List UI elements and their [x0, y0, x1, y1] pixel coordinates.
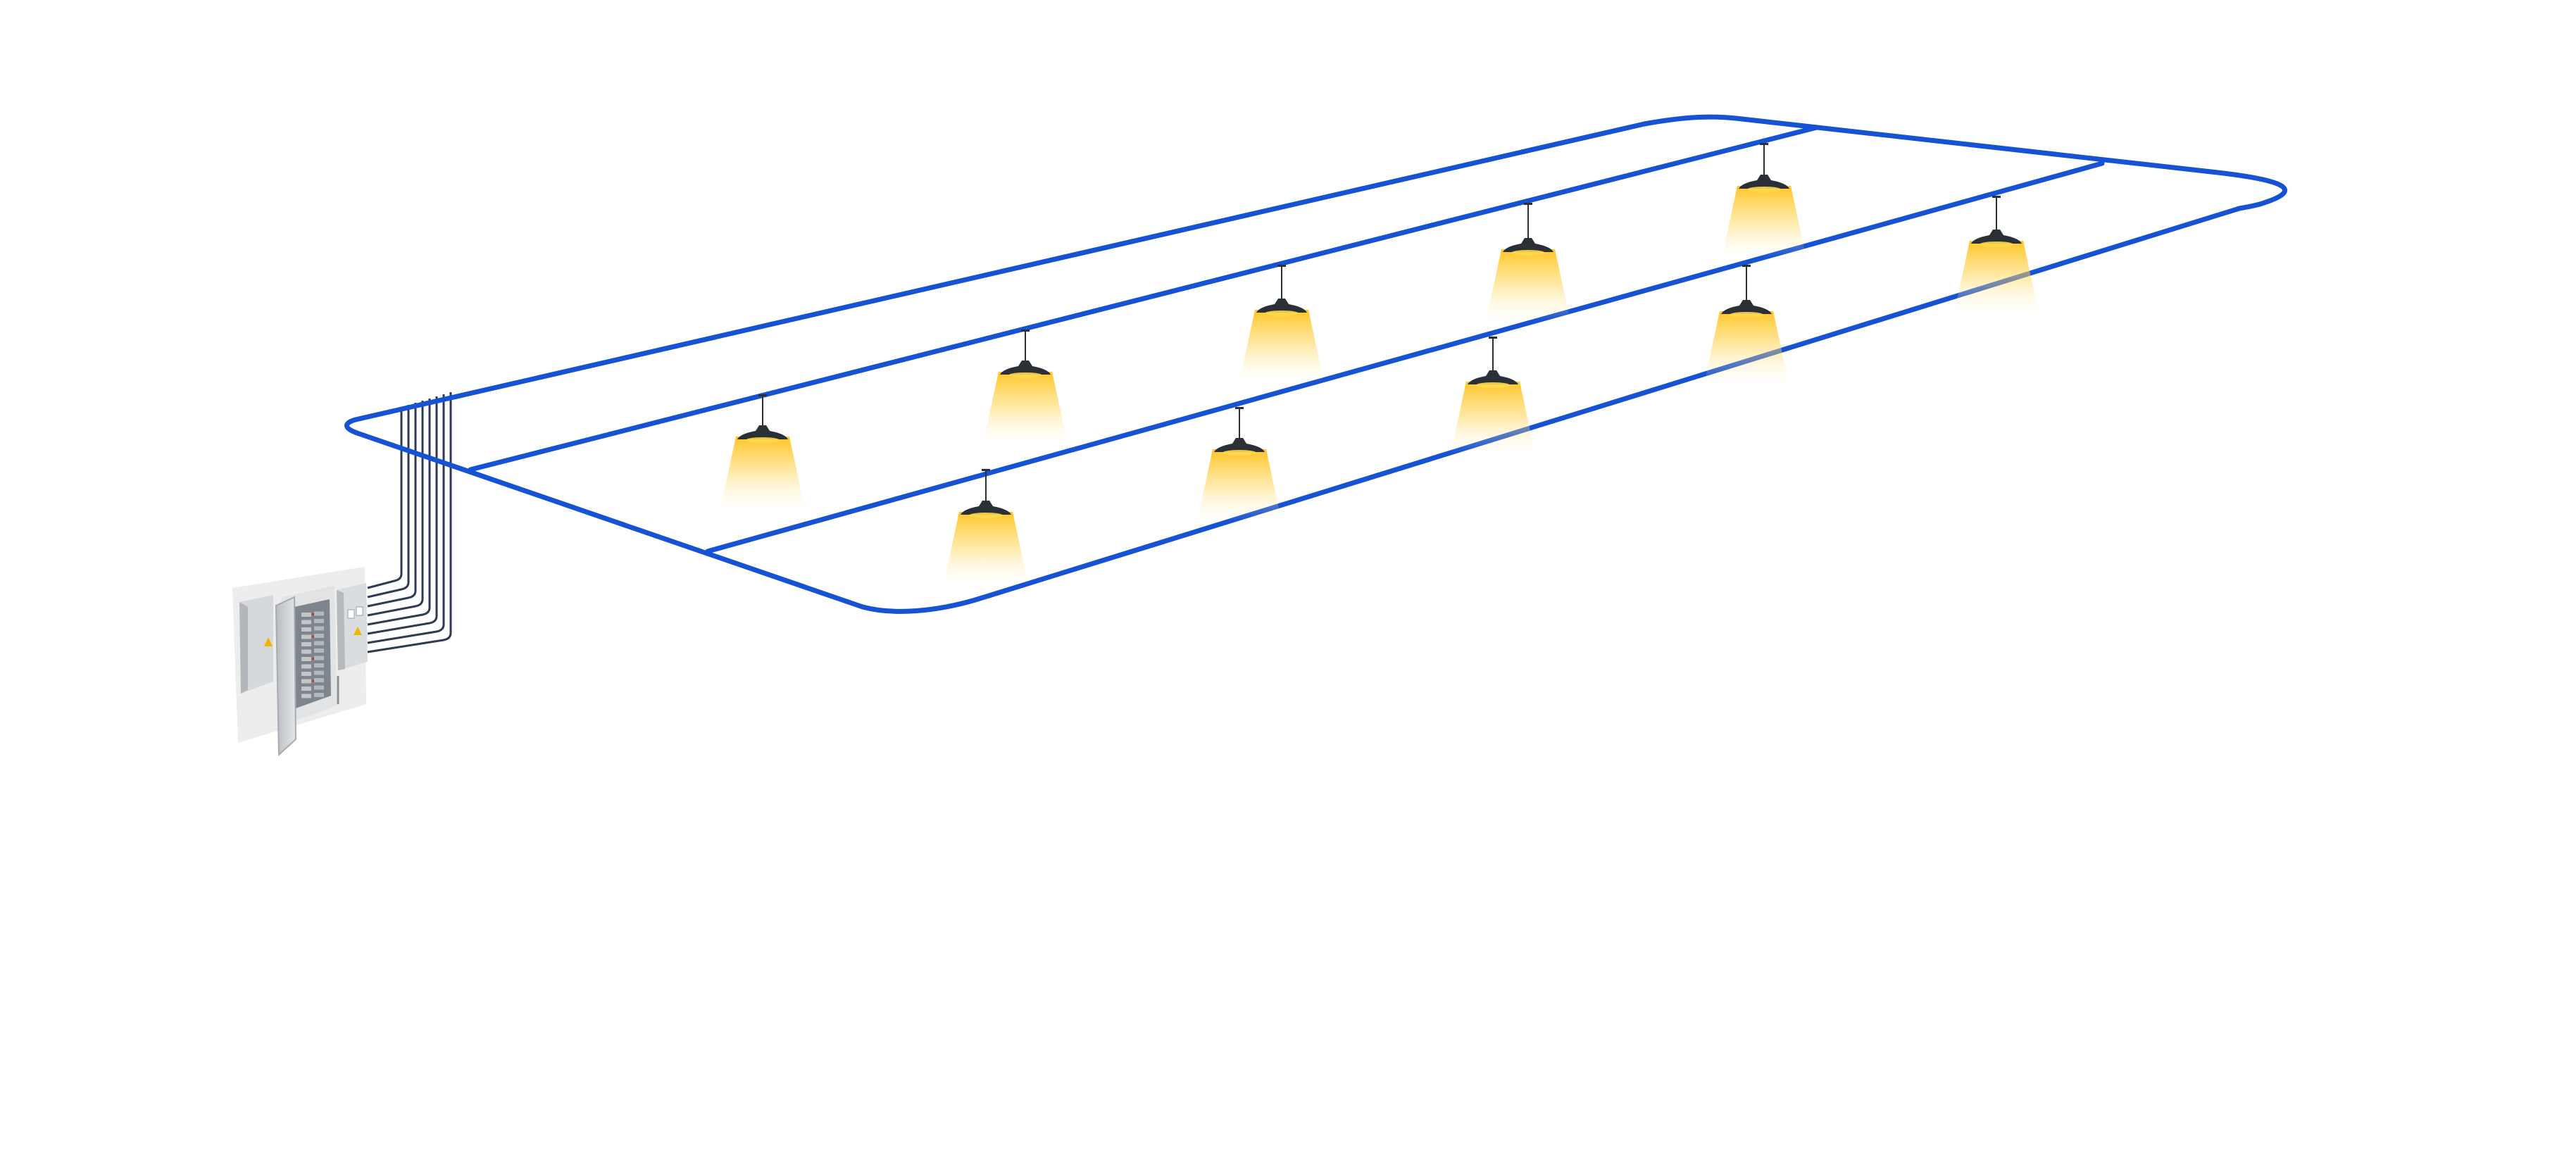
lamp-shade: [1971, 230, 2022, 244]
light-glow: [1954, 241, 2039, 313]
circuit-line-1: [468, 125, 1820, 472]
pendant-lamp-icon: [944, 469, 1028, 584]
lamp-shade: [1503, 238, 1553, 252]
feeder-wire: [367, 407, 403, 589]
feeder-wire-bundle: [367, 392, 452, 653]
feeder-wire: [367, 405, 410, 598]
pendant-lamp-icon: [1197, 407, 1282, 522]
pendant-lamp-icon: [983, 330, 1068, 444]
light-glow: [1239, 310, 1324, 382]
breaker-rows: [301, 611, 324, 698]
circuit-loop-wire: [344, 114, 2288, 614]
warning-triangle-icon: [264, 637, 273, 646]
pendant-lamp-icon: [1451, 337, 1535, 454]
pendant-lamp-icon: [1486, 203, 1570, 322]
lamp-shade: [737, 425, 788, 439]
pendant-lamp-icon: [1954, 196, 2039, 313]
lamp-shade: [1468, 370, 1518, 384]
pendant-lamp-icon: [1239, 265, 1324, 382]
light-glow: [1704, 311, 1789, 384]
pendant-lamp-icon: [1704, 265, 1789, 384]
feeder-wire: [367, 403, 417, 608]
light-glow: [1197, 449, 1282, 522]
lamp-shade: [1214, 438, 1265, 452]
pendant-lamps: [720, 143, 2039, 584]
circuit-line-2: [705, 161, 2105, 554]
lamp-shade: [1000, 361, 1051, 375]
feeder-wire: [367, 396, 438, 635]
pendant-lamp-icon: [720, 394, 805, 509]
panel-door: [275, 596, 297, 757]
light-glow: [1486, 249, 1570, 322]
warning-triangle-icon: [354, 627, 362, 635]
light-glow: [720, 437, 805, 509]
light-glow: [944, 512, 1028, 584]
lamp-shade: [1256, 299, 1307, 313]
lamp-shade: [1739, 175, 1789, 189]
pendant-lamp-icon: [1722, 143, 1806, 258]
light-glow: [983, 372, 1068, 444]
lamp-shade: [961, 501, 1011, 515]
light-glow: [1451, 382, 1535, 454]
feeder-wire: [367, 392, 452, 653]
lamp-shade: [1721, 300, 1772, 314]
feeder-wire: [367, 399, 431, 626]
feeder-wire: [367, 394, 445, 644]
feeder-wire: [367, 401, 424, 617]
electrical-panel-icon: [232, 567, 368, 757]
light-glow: [1722, 186, 1806, 258]
